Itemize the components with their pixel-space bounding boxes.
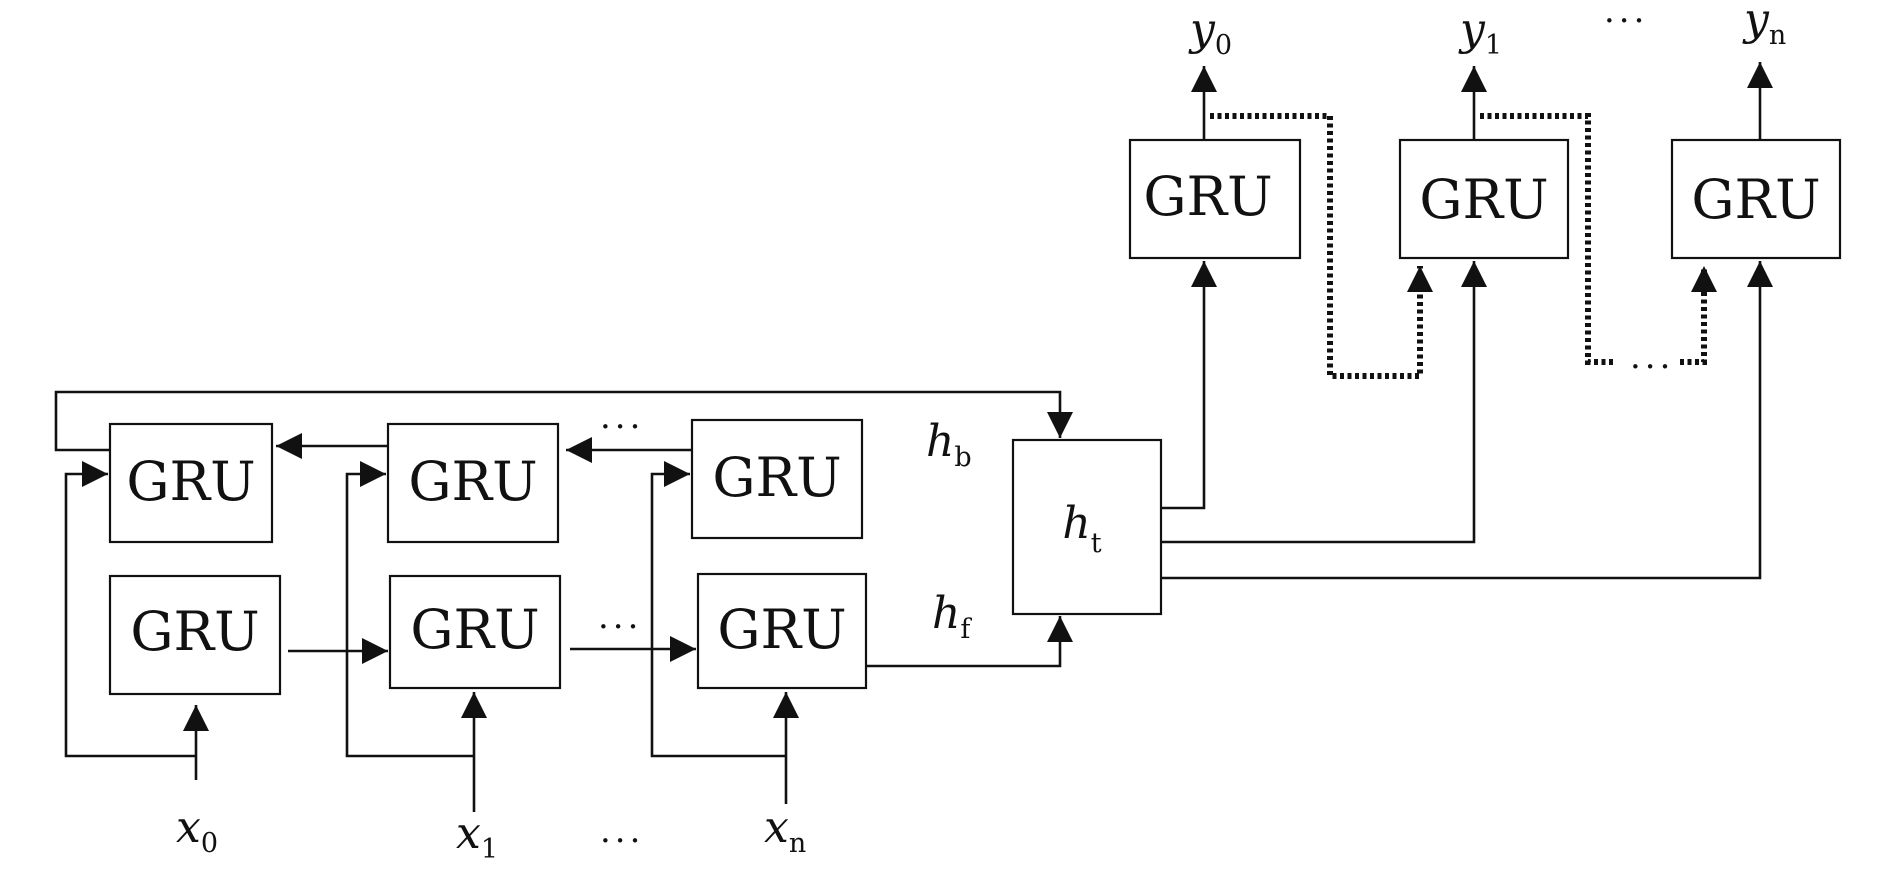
input-x0-branch [64,461,196,758]
forward-output-line [866,616,1073,668]
input-x1-branch [345,461,474,758]
ellipsis-forward: ··· [598,607,642,647]
output-y1-label: y1 [1458,4,1502,61]
decoder-gru-n-label: GRU [1691,168,1820,231]
backward-gru-row: GRU GRU GRU [108,418,864,544]
backward-gru-1-label: GRU [408,450,537,513]
labels: x0 x1 xn y0 y1 yn hb hf ··· ··· ··· ··· … [176,0,1786,865]
decoder-gru-1-label: GRU [1419,168,1548,231]
output-yn-label: yn [1742,0,1786,51]
input-x0-label: x0 [176,802,218,859]
feedback-continue-to-decoder-n [1680,266,1717,365]
hidden-to-decoder-0 [1161,261,1217,510]
connections [54,62,1773,812]
output-y0-label: y0 [1188,4,1232,61]
forward-gru-row: GRU GRU GRU [108,572,868,696]
backward-gru-0 [108,422,274,544]
ellipsis-outputs: ··· [1604,1,1648,41]
forward-gru-n [696,572,868,690]
ellipsis-feedback: ··· [1630,347,1674,387]
feedback-y1-to-decoder-n [1480,113,1614,365]
backward-gru-0-label: GRU [126,450,255,513]
backward-output-loop [54,390,1073,452]
decoder-gru-0-label: GRU [1143,165,1272,228]
input-xn-branch [650,461,786,758]
input-x1-label: x1 [456,808,498,865]
forward-gru-0 [108,574,282,696]
hidden-backward-label: hb [926,416,972,473]
decoder-gru-n [1670,138,1842,260]
hidden-to-decoder-1 [1161,261,1487,544]
backward-gru-n [690,418,864,540]
decoder-gru-row: GRU GRU GRU [1128,138,1842,260]
hidden-forward-label: hf [932,588,972,645]
forward-gru-1 [388,574,562,690]
forward-gru-n-label: GRU [717,598,846,661]
decoder-gru-1 [1398,138,1570,260]
hidden-to-decoder-n [1161,261,1773,580]
ellipsis-backward: ··· [600,407,644,447]
hidden-state-box [1011,438,1163,616]
backward-gru-n-label: GRU [712,446,841,509]
ellipsis-inputs: ··· [600,821,644,861]
hidden-state-label: ht [1062,498,1101,559]
backward-gru-1 [386,422,560,544]
input-xn-label: xn [764,802,806,859]
decoder-gru-0 [1128,138,1302,260]
forward-gru-0-label: GRU [130,600,259,663]
forward-gru-1-label: GRU [410,598,539,661]
